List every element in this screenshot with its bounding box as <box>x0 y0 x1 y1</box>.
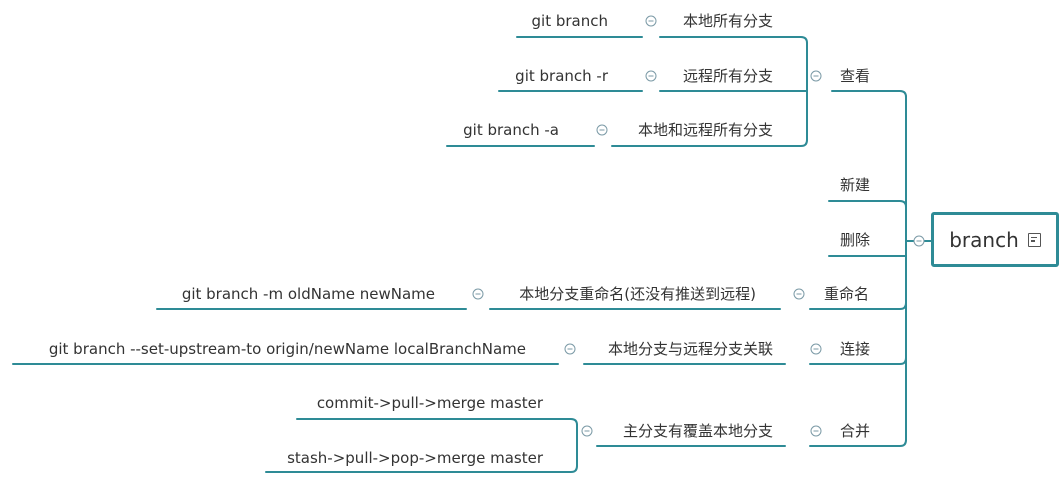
cmd-git-branch-r[interactable]: git branch -r <box>515 67 608 85</box>
collapse-toggle-merge-overwrite[interactable] <box>581 425 593 437</box>
connector-view-child-3 <box>611 139 808 147</box>
connector-link <box>809 357 907 365</box>
cmd-git-branch-m[interactable]: git branch -m oldName newName <box>181 285 435 303</box>
collapse-toggle-view-local[interactable] <box>645 15 657 27</box>
node-delete[interactable]: 删除 <box>840 231 871 249</box>
collapse-toggle-link[interactable] <box>810 343 822 355</box>
connector-merge-cmd-1 <box>296 418 578 426</box>
cmd-commit-pull-merge[interactable]: commit->pull->merge master <box>316 394 543 412</box>
node-rename[interactable]: 重命名 <box>824 285 870 303</box>
connector-merge <box>809 439 907 447</box>
node-link-upstream[interactable]: 本地分支与远程分支关联 <box>607 340 773 358</box>
node-merge[interactable]: 合并 <box>840 422 871 440</box>
collapse-toggle-view-all[interactable] <box>596 124 608 136</box>
note-icon[interactable] <box>1027 232 1041 247</box>
root-node[interactable]: branch <box>931 212 1059 267</box>
root-label: branch <box>949 227 1019 252</box>
connector-create <box>828 200 907 208</box>
cmd-git-branch-a[interactable]: git branch -a <box>463 121 559 139</box>
collapse-toggle-view-remote[interactable] <box>645 70 657 82</box>
collapse-toggle-root[interactable] <box>913 235 925 247</box>
connector-rename <box>809 302 907 310</box>
collapse-toggle-link-upstream[interactable] <box>564 343 576 355</box>
node-view-remote[interactable]: 远程所有分支 <box>682 67 773 85</box>
node-rename-local[interactable]: 本地分支重命名(还没有推送到远程) <box>519 285 756 303</box>
cmd-set-upstream[interactable]: git branch --set-upstream-to origin/newN… <box>48 340 526 358</box>
cmd-stash-pull-pop-merge[interactable]: stash->pull->pop->merge master <box>287 449 543 467</box>
connector-view-child-1 <box>659 36 808 44</box>
cmd-git-branch[interactable]: git branch <box>531 12 608 30</box>
node-view-local[interactable]: 本地所有分支 <box>682 12 773 30</box>
node-view[interactable]: 查看 <box>840 67 871 85</box>
collapse-toggle-rename[interactable] <box>793 288 805 300</box>
connector-view <box>831 90 907 98</box>
node-view-all[interactable]: 本地和远程所有分支 <box>637 121 773 139</box>
node-merge-overwrite[interactable]: 主分支有覆盖本地分支 <box>622 422 773 440</box>
node-create[interactable]: 新建 <box>840 176 871 194</box>
collapse-toggle-rename-local[interactable] <box>472 288 484 300</box>
node-link[interactable]: 连接 <box>840 340 871 358</box>
collapse-toggle-view[interactable] <box>810 70 822 82</box>
connector-merge-cmd-2 <box>265 465 578 473</box>
collapse-toggle-merge[interactable] <box>810 425 822 437</box>
